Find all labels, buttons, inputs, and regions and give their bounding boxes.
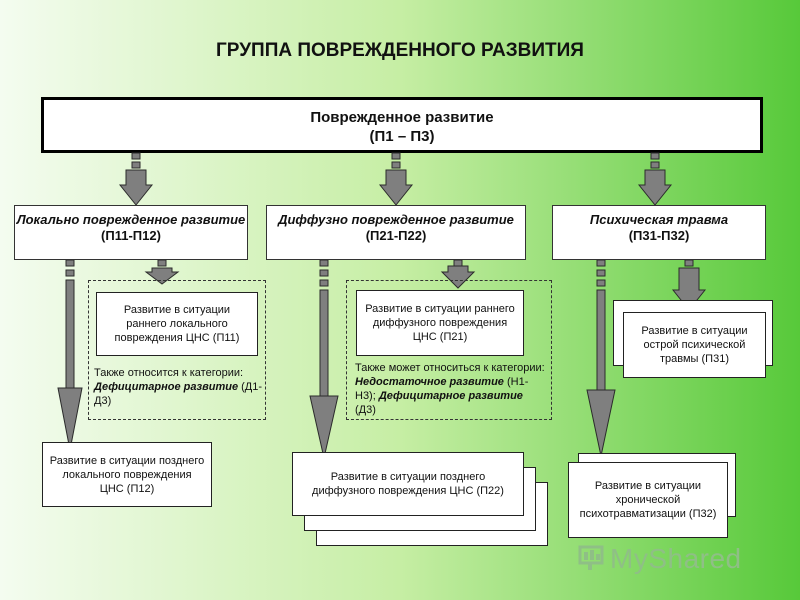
category-diffuse-label: Диффузно поврежденное развитие xyxy=(278,212,514,227)
arrow-diffuse-to-late xyxy=(309,259,339,459)
category-local-code: (П11-П12) xyxy=(101,228,161,243)
presentation-logo-text: MyShared xyxy=(610,543,742,574)
diffuse-late-text: Развитие в ситуации позднего диффузного … xyxy=(312,471,504,497)
local-early-note: Также относится к категории: Дефицитарно… xyxy=(94,366,262,408)
diffuse-note-mid: (Н1-Н3); xyxy=(355,376,529,402)
trauma-chronic-box: Развитие в ситуации хронической психотра… xyxy=(568,462,728,538)
main-category-code: (П1 – П3) xyxy=(369,128,435,145)
local-note-tail: (Д1-Д3) xyxy=(94,381,263,407)
local-early-box: Развитие в ситуации раннего локального п… xyxy=(96,292,258,356)
local-note-plain: Также относится к категории: xyxy=(94,367,244,379)
arrow-main-to-local xyxy=(118,152,154,206)
diffuse-note-plain: Также может относиться к категории: xyxy=(355,362,545,374)
arrow-main-to-diffuse xyxy=(378,152,414,206)
category-diffuse-box: Диффузно поврежденное развитие (П21-П22) xyxy=(266,205,526,260)
local-note-bold: Дефицитарное развитие xyxy=(94,381,239,393)
category-local-label: Локально поврежденное развитие xyxy=(16,212,246,227)
diffuse-late-box: Развитие в ситуации позднего диффузного … xyxy=(292,452,524,516)
category-trauma-code: (П31-П32) xyxy=(628,228,690,243)
category-local-box: Локально поврежденное развитие (П11-П12) xyxy=(14,205,248,260)
local-late-text: Развитие в ситуации позднего локального … xyxy=(49,454,205,495)
arrow-trauma-to-chronic xyxy=(586,259,616,457)
diffuse-early-text: Развитие в ситуации раннего диффузного п… xyxy=(365,303,515,343)
diffuse-note-bold2: Дефицитарное развитие xyxy=(378,390,523,402)
presentation-logo-icon xyxy=(578,545,604,570)
diffuse-early-note: Также может относиться к категории: Недо… xyxy=(355,361,545,417)
diffuse-early-box: Развитие в ситуации раннего диффузного п… xyxy=(356,290,524,356)
page-title: ГРУППА ПОВРЕЖДЕННОГО РАЗВИТИЯ xyxy=(216,40,584,61)
diffuse-note-bold1: Недостаточное развитие xyxy=(355,376,504,388)
main-category-title: Поврежденное развитие xyxy=(310,109,494,126)
local-early-text: Развитие в ситуации раннего локального п… xyxy=(114,304,240,344)
arrow-local-to-late xyxy=(57,259,83,451)
local-late-box: Развитие в ситуации позднего локального … xyxy=(42,442,212,507)
local-early-group xyxy=(88,280,266,420)
category-diffuse-code: (П21-П22) xyxy=(365,228,427,243)
diffuse-note-tail: (Д3) xyxy=(355,404,376,416)
trauma-chronic-text: Развитие в ситуации хронической психотра… xyxy=(579,480,717,520)
category-trauma-box: Психическая травма (П31-П32) xyxy=(552,205,766,260)
trauma-acute-text: Развитие в ситуации острой психической т… xyxy=(641,325,748,365)
diffuse-early-group xyxy=(346,280,552,420)
arrow-main-to-trauma xyxy=(637,152,673,206)
category-trauma-label: Психическая травма xyxy=(589,212,729,227)
arrow-local-to-early xyxy=(144,259,180,285)
main-category-box: Поврежденное развитие (П1 – П3) xyxy=(41,97,763,153)
trauma-acute-box: Развитие в ситуации острой психической т… xyxy=(623,312,766,378)
